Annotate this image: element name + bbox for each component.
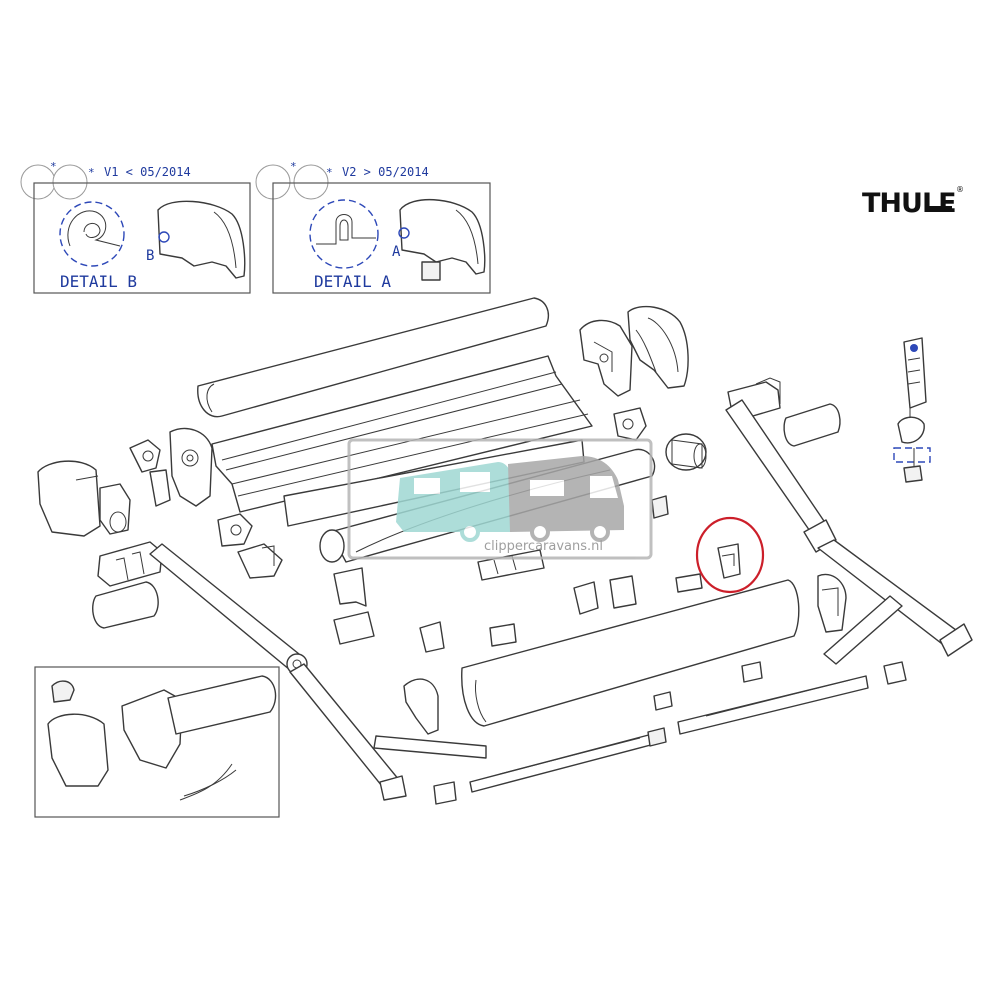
detail-a-caption: DETAIL A xyxy=(314,272,391,291)
detail-b-callout: B xyxy=(146,248,154,264)
end-cap-outline-b xyxy=(157,200,246,279)
motor-detail-frame xyxy=(34,666,280,818)
front-bar xyxy=(461,579,800,727)
detail-a-callout-circle xyxy=(398,227,410,239)
right-foot-clip xyxy=(883,661,907,685)
front-bar-clip xyxy=(741,661,763,683)
watermark-frame xyxy=(347,438,653,560)
motor-cover-inset xyxy=(47,713,109,787)
roller-cover-profile xyxy=(211,355,593,513)
detail-a-inset: * * V2 > 05/2014 A DETAIL A xyxy=(255,160,491,294)
detail-b-version-label: V1 < 05/2014 xyxy=(104,165,191,179)
detail-b-inset: * * V1 < 05/2014 B DETAIL B xyxy=(20,160,251,294)
detail-b-asterisk-1: * xyxy=(50,160,57,173)
roller-cover-top xyxy=(197,297,550,418)
right-arm-lower-beam xyxy=(725,399,973,657)
highlighted-bracket-part xyxy=(717,543,741,579)
motor-tube-inset xyxy=(167,675,277,735)
end-cap-left-half xyxy=(579,319,633,397)
detail-a-asterisk-1: * xyxy=(290,160,297,173)
left-bracket-b xyxy=(237,543,283,579)
detail-a-zoom-circle xyxy=(309,199,379,269)
thule-logo-icon: THULE ® xyxy=(862,185,964,219)
right-motor-cover xyxy=(783,403,841,447)
tension-rail-right xyxy=(677,675,869,735)
watermark: clippercaravans.nl xyxy=(347,438,653,560)
camper-icon xyxy=(508,456,624,542)
clip-part-5 xyxy=(573,581,599,615)
detail-b-profile xyxy=(67,210,121,247)
left-end-cap-small xyxy=(99,483,131,535)
drum-part xyxy=(665,433,707,471)
motor-gear-inset xyxy=(121,689,183,769)
clip-part-3 xyxy=(419,621,445,653)
clip-part-7 xyxy=(675,573,703,593)
left-gear-mechanism xyxy=(129,439,171,507)
slider-part xyxy=(477,549,545,581)
caravan-icon xyxy=(396,462,512,542)
right-support-leg xyxy=(823,595,903,665)
detail-b-asterisk-2: * xyxy=(88,166,95,179)
watermark-text: clippercaravans.nl xyxy=(484,539,603,554)
clip-part-2 xyxy=(333,611,375,645)
detail-a-profile xyxy=(316,214,376,245)
small-foot-part xyxy=(433,781,457,805)
left-arm-upper-beam xyxy=(149,543,308,675)
detail-b-zoom-circle xyxy=(59,201,125,267)
brand-mark: ® xyxy=(956,185,964,194)
detail-b-caption: DETAIL B xyxy=(60,272,137,291)
left-bracket-a xyxy=(217,513,253,547)
detail-a-asterisk-2: * xyxy=(326,166,333,179)
brand-name: THULE xyxy=(862,188,956,219)
small-cube-part xyxy=(651,495,669,519)
version-bubble-2 xyxy=(52,164,88,200)
detail-a-version-label: V2 > 05/2014 xyxy=(342,165,429,179)
detail-a-callout: A xyxy=(392,244,401,260)
clip-part-4 xyxy=(489,623,517,647)
detail-a-frame xyxy=(272,182,491,294)
left-motor-cover xyxy=(37,460,101,537)
left-arm-lower-beam xyxy=(289,663,407,801)
highlight-circle xyxy=(695,516,765,594)
motor-wire-1 xyxy=(179,763,233,801)
clip-part-6 xyxy=(609,575,637,609)
motor-detail-inset xyxy=(34,666,280,818)
left-gear-housing xyxy=(169,427,213,507)
motor-coupling xyxy=(51,680,75,703)
right-end-housing xyxy=(817,573,847,633)
detail-b-frame xyxy=(33,182,251,294)
clip-part-1 xyxy=(333,567,367,607)
front-bar-end-cap xyxy=(403,678,439,735)
version-bubble-4 xyxy=(293,164,329,200)
left-motor-cover-lower xyxy=(92,581,159,629)
end-cap-right-half xyxy=(627,305,689,389)
motor-wire-2 xyxy=(183,769,237,797)
end-cap-outline-a xyxy=(399,199,486,275)
tension-rail-left xyxy=(469,691,673,793)
left-support-leg xyxy=(373,735,487,759)
brand-underline xyxy=(928,206,952,212)
detail-a-clip-part xyxy=(421,261,441,281)
left-motor-unit xyxy=(97,541,163,587)
detail-b-callout-circle xyxy=(158,231,170,243)
remote-handle-part xyxy=(893,337,931,483)
bracket-small-top xyxy=(613,407,647,441)
